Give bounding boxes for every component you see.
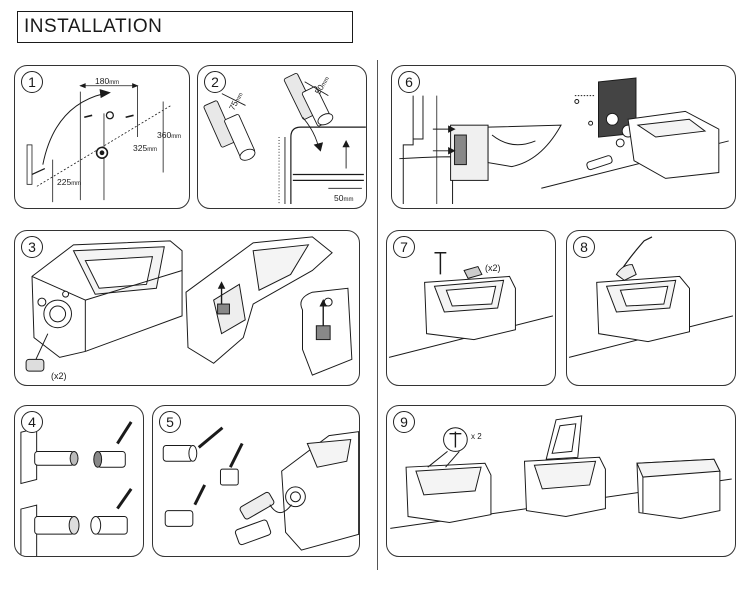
step-7-quantity: (x2) xyxy=(485,263,501,273)
step-3-quantity: (x2) xyxy=(51,371,67,381)
step-2-panel: 2 75mm 50mm 50mm xyxy=(197,65,367,209)
connector-assembly-diagram xyxy=(20,421,133,556)
dim-height-low: 225mm xyxy=(57,177,82,187)
step-2-number: 2 xyxy=(204,71,226,93)
pipe-cutting-diagram xyxy=(203,72,366,205)
dim-offset: 50mm xyxy=(334,193,354,203)
dim-width: 180mm xyxy=(95,76,120,86)
step-9-panel: 9 x 2 xyxy=(386,405,736,557)
step-4-panel: 4 xyxy=(14,405,144,557)
pipe-and-frame-diagram xyxy=(399,77,729,205)
step-4-number: 4 xyxy=(21,411,43,433)
step-6-number: 6 xyxy=(398,71,420,93)
title-box: INSTALLATION xyxy=(17,11,353,43)
step-9-quantity: x 2 xyxy=(471,432,482,441)
step-3-number: 3 xyxy=(21,236,43,258)
step-7-number: 7 xyxy=(393,236,415,258)
wall-measurement-diagram xyxy=(26,83,172,203)
step-8-panel: 8 xyxy=(566,230,736,386)
column-divider xyxy=(377,60,378,570)
step-1-number: 1 xyxy=(21,71,43,93)
step-1-panel: 1 180mm 360mm 325mm 225mm xyxy=(14,65,190,209)
step-8-number: 8 xyxy=(573,236,595,258)
step-6-panel: 6 xyxy=(391,65,736,209)
page-title: INSTALLATION xyxy=(24,16,163,37)
step-5-number: 5 xyxy=(159,411,181,433)
dim-height-mid: 325mm xyxy=(133,143,158,153)
cover-fitting-diagram xyxy=(390,415,732,529)
step-3-panel: 3 (x2) xyxy=(14,230,360,386)
seat-tightening-diagram xyxy=(568,236,734,358)
step-9-number: 9 xyxy=(393,411,415,433)
step-5-panel: 5 xyxy=(152,405,360,557)
bracket-fixing-diagram xyxy=(25,236,353,376)
dim-height-top: 360mm xyxy=(157,130,182,140)
step-7-panel: 7 (x2) xyxy=(386,230,556,386)
connector-lubrication-diagram xyxy=(162,426,359,551)
seat-fitting-diagram xyxy=(388,251,554,358)
